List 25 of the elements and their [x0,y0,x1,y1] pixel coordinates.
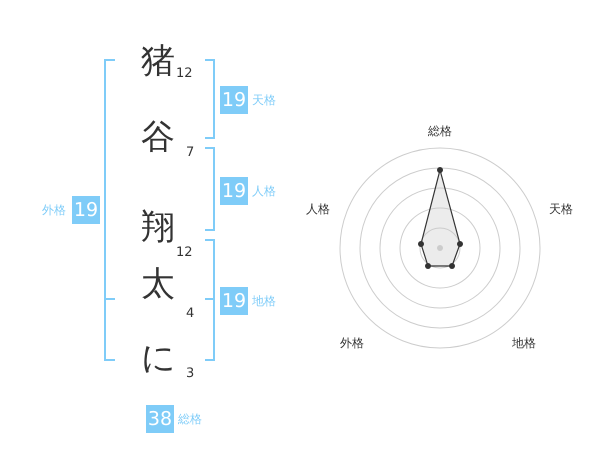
kanji-character: 翔 [141,208,175,246]
kanji-character: 谷 [141,118,175,156]
score-label: 地格 [252,294,276,308]
stroke-count: 3 [186,366,194,381]
stroke-count: 4 [186,306,194,321]
axis-label: 天格 [549,202,573,216]
score-label: 人格 [252,184,276,198]
score-box: 19 [220,287,248,315]
stroke-count: 7 [186,145,194,160]
score-box: 19 [72,196,100,224]
score-label: 天格 [252,93,276,107]
score-label: 外格 [42,203,66,217]
score-box: 19 [220,86,248,114]
stroke-count: 12 [176,245,193,260]
kanji-character: 猪 [141,42,175,80]
score-box: 19 [220,177,248,205]
kanji-character: 太 [141,265,175,303]
axis-label: 外格 [340,336,364,350]
axis-label: 地格 [512,336,536,350]
axis-label: 人格 [306,202,330,216]
score-label: 総格 [178,412,202,426]
axis-label: 総格 [428,124,452,138]
hiragana-character: に [141,339,176,377]
stroke-count: 12 [176,66,193,81]
score-box: 38 [146,405,174,433]
